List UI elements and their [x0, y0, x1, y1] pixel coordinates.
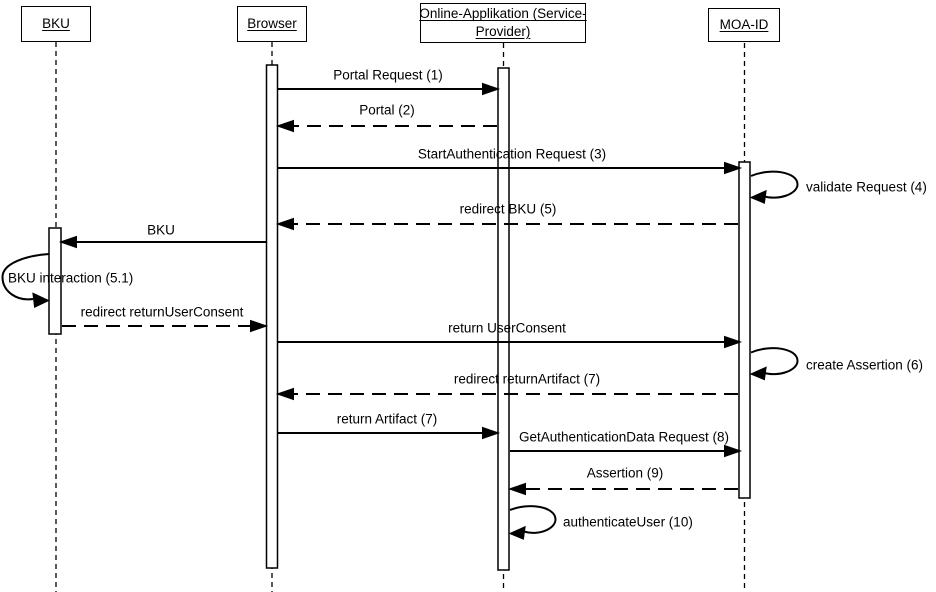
activation-bar-moa-id — [738, 161, 751, 499]
message-self-loop-bku-interaction — [1, 253, 50, 309]
message-self-loop-create-assertion — [749, 347, 799, 381]
message-label-bku: BKU — [147, 222, 175, 238]
arrowhead-right-icon — [482, 82, 501, 96]
message-arrow-return-artifact — [278, 426, 501, 440]
participant-label-online-applikation-line2: Provider) — [475, 24, 531, 39]
message-self-loop-authenticate-user — [508, 505, 557, 540]
arrowhead-left-icon — [749, 366, 767, 381]
arrowhead-left-icon — [275, 387, 294, 401]
participant-box-bku: BKU — [21, 6, 91, 42]
arrowhead-right-icon — [250, 319, 269, 333]
arrowhead-left-icon — [275, 119, 294, 133]
arrowhead-right-icon — [724, 444, 743, 458]
participant-label-moa-id: MOA-ID — [719, 17, 769, 33]
message-arrow-get-authentication-data — [510, 444, 743, 458]
message-arrow-return-user-consent — [278, 335, 743, 349]
participant-box-browser: Browser — [237, 6, 307, 42]
message-label-redirect-return-artifact: redirect returnArtifact (7) — [453, 371, 601, 387]
activation-bar-browser — [265, 64, 279, 569]
participant-box-online-applikation: Online-Applikation (Service- Provider) — [419, 3, 587, 43]
arrowhead-right-icon — [482, 426, 501, 440]
message-label-redirect-return-user-consent: redirect returnUserConsent — [80, 304, 244, 320]
arrowhead-left-icon — [58, 235, 77, 249]
message-arrow-portal — [275, 119, 497, 133]
message-arrow-bku — [58, 235, 266, 249]
participant-label-online-applikation-line1: Online-Applikation (Service- — [419, 6, 587, 22]
message-self-loop-validate-request — [749, 170, 799, 204]
message-arrow-redirect-return-artifact — [275, 387, 738, 401]
participant-label-bku: BKU — [42, 16, 70, 32]
message-label-assertion: Assertion (9) — [586, 465, 664, 481]
arrowhead-left-icon — [275, 217, 294, 231]
message-label-get-authentication-data: GetAuthenticationData Request (8) — [518, 429, 730, 445]
message-label-authenticate-user: authenticateUser (10) — [563, 514, 693, 530]
message-arrow-assertion — [507, 482, 738, 496]
message-label-return-artifact: return Artifact (7) — [336, 411, 438, 427]
message-arrow-redirect-return-user-consent — [62, 319, 269, 333]
message-label-portal: Portal (2) — [359, 102, 415, 118]
message-label-portal-request: Portal Request (1) — [333, 67, 443, 83]
message-label-redirect-bku: redirect BKU (5) — [459, 201, 557, 217]
message-arrow-redirect-bku — [275, 217, 738, 231]
arrowhead-right-icon — [32, 292, 50, 309]
message-label-start-authentication: StartAuthentication Request (3) — [417, 146, 607, 162]
activation-bar-bku — [48, 227, 62, 335]
arrowhead-right-icon — [724, 161, 743, 175]
message-label-create-assertion: create Assertion (6) — [806, 357, 924, 373]
activation-bar-online-applikation — [497, 67, 510, 571]
participant-label-browser: Browser — [247, 16, 297, 32]
message-label-bku-interaction: BKU interaction (5.1) — [8, 270, 134, 286]
message-label-validate-request: validate Request (4) — [806, 179, 927, 195]
message-arrow-start-authentication — [278, 161, 743, 175]
arrowhead-left-icon — [508, 525, 526, 540]
participant-box-moa-id: MOA-ID — [708, 8, 780, 42]
arrowhead-right-icon — [724, 335, 743, 349]
arrowhead-left-icon — [507, 482, 526, 496]
message-label-return-user-consent: return UserConsent — [448, 320, 566, 336]
message-arrow-portal-request — [278, 82, 501, 96]
arrowhead-left-icon — [749, 189, 767, 204]
